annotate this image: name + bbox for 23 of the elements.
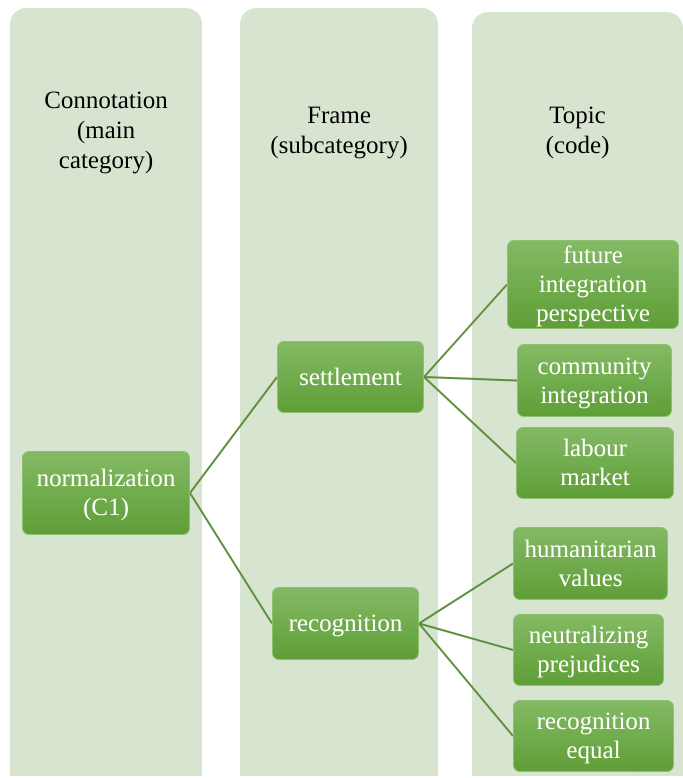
category-box: recognition	[272, 587, 419, 660]
category-box: community integration	[517, 344, 672, 417]
column-heading: Topic (code)	[544, 101, 610, 161]
connector-line	[423, 376, 517, 464]
connector-line	[424, 376, 518, 382]
connector-line	[423, 284, 508, 378]
connector-line	[189, 492, 273, 624]
category-box: neutralizing prejudices	[513, 614, 664, 686]
category-box: labour market	[516, 427, 674, 499]
connector-line	[418, 562, 514, 624]
column-heading: Connotation (main category)	[43, 86, 169, 176]
category-box: future integration perspective	[507, 240, 679, 329]
category-box: humanitarian values	[513, 527, 668, 600]
connector-line	[418, 622, 514, 737]
column-band	[10, 8, 202, 776]
column-heading: Frame (subcategory)	[269, 101, 409, 161]
category-box: settlement	[277, 341, 424, 413]
category-box: normalization (C1)	[22, 451, 190, 535]
connector-line	[189, 376, 278, 494]
column-band	[240, 8, 438, 776]
connector-line	[418, 622, 514, 651]
column-band	[472, 12, 683, 776]
category-box: recognition equal	[513, 700, 674, 772]
